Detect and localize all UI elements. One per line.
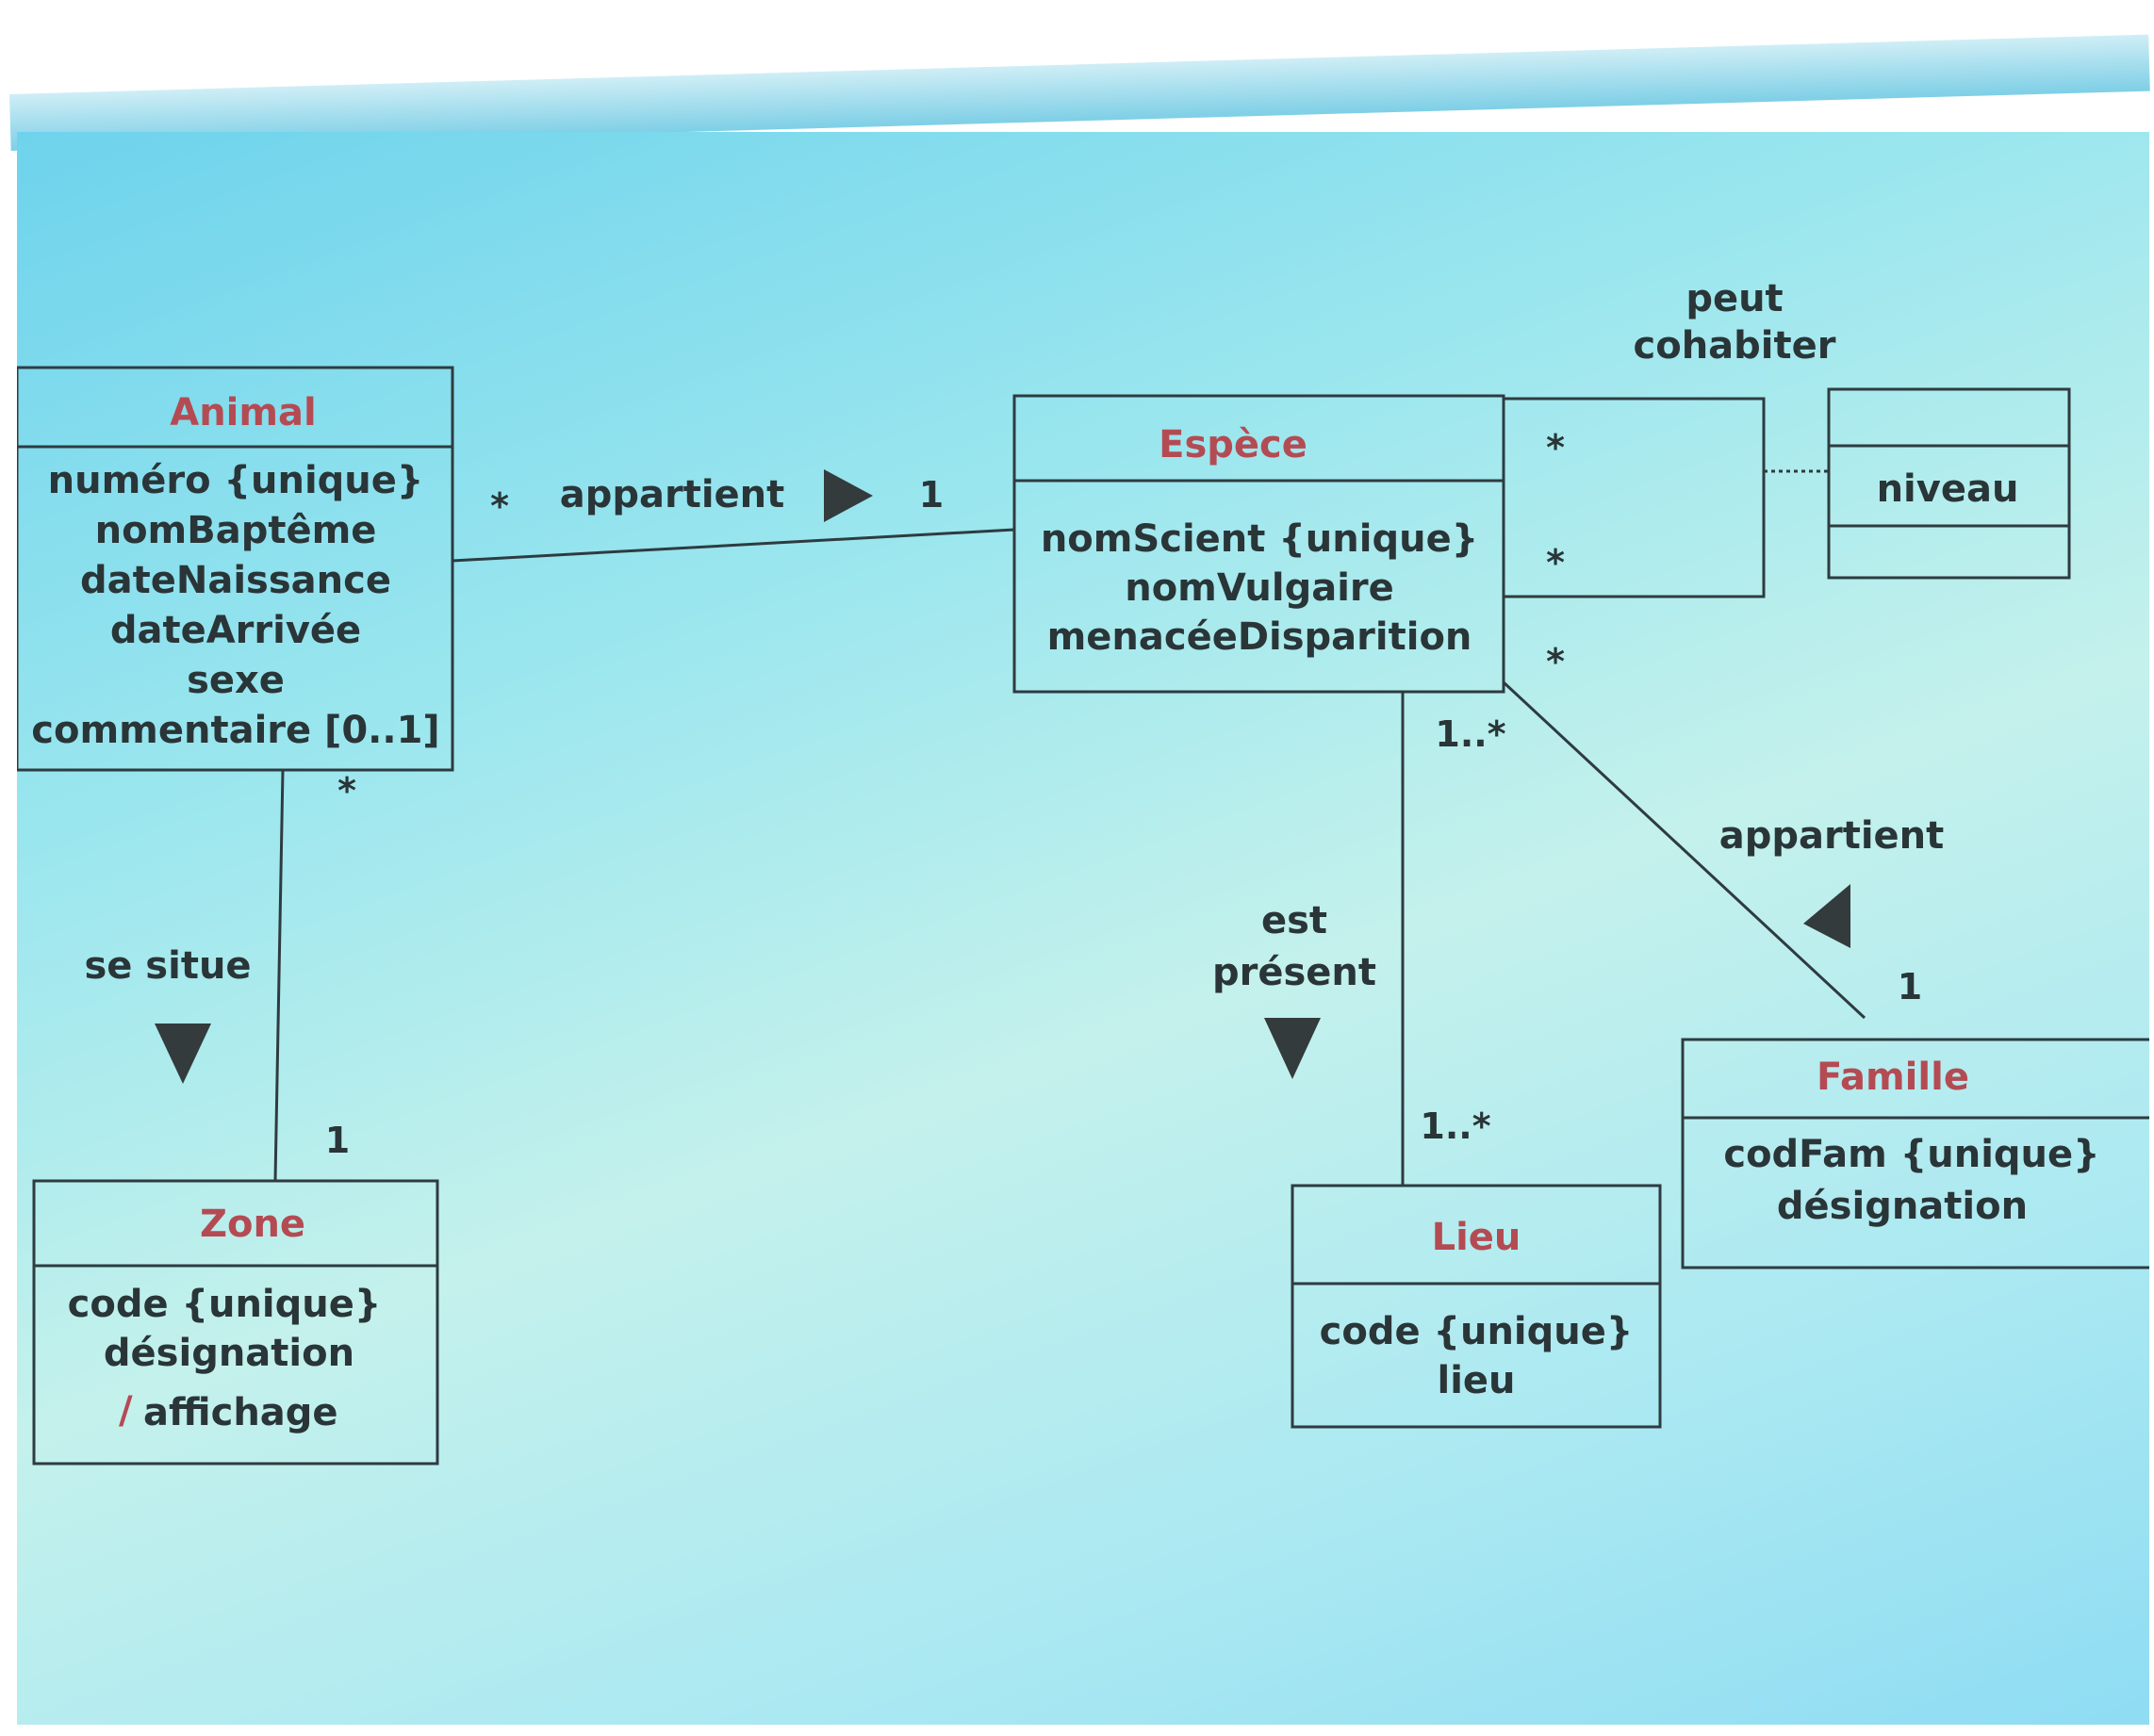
mult-animal-zone-source: * [337, 770, 356, 811]
mult-animal-espece-target: 1 [919, 474, 944, 516]
direction-arrow-down-icon [1264, 1018, 1321, 1079]
mult-espece-lieu-source: 1..* [1435, 713, 1505, 755]
class-espece-title: Espèce [1159, 423, 1307, 467]
label-peut-cohabiter-line1: peut [1685, 277, 1783, 320]
lieu-attr: lieu [1437, 1359, 1515, 1402]
label-espece-lieu-line2: présent [1212, 951, 1376, 994]
animal-attr: sexe [187, 659, 285, 702]
zone-attr: désignation [104, 1332, 354, 1375]
zone-derived-marker: / [119, 1389, 133, 1433]
class-espece: Espèce nomScient {unique} nomVulgaire me… [1012, 394, 1505, 694]
class-famille-frame [1681, 1038, 2149, 1269]
zone-attr: code {unique} [68, 1283, 382, 1326]
class-espece-frame [1012, 394, 1505, 694]
association-class-niveau: niveau [1827, 387, 2071, 580]
class-lieu-title: Lieu [1432, 1216, 1521, 1259]
animal-attr: numéro {unique} [48, 459, 424, 502]
direction-arrow-down-icon [155, 1024, 211, 1084]
mult-espece-famille-target: 1 [1898, 966, 1922, 1007]
projection-screen: Animal numéro {unique} nomBaptême dateNa… [17, 132, 2149, 1725]
class-zone-title: Zone [200, 1203, 305, 1246]
class-famille-title: Famille [1817, 1056, 1969, 1099]
label-espece-famille: appartient [1719, 814, 1945, 858]
lieu-attr: code {unique} [1320, 1310, 1634, 1353]
animal-attr: commentaire [0..1] [31, 709, 439, 752]
mult-espece-lieu-target: 1..* [1420, 1105, 1490, 1147]
direction-arrow-right-icon [824, 469, 873, 522]
mult-animal-zone-target: 1 [325, 1120, 350, 1161]
animal-attr: dateArrivée [110, 609, 361, 652]
label-animal-zone: se situe [84, 944, 251, 988]
uml-class-diagram: Animal numéro {unique} nomBaptême dateNa… [17, 277, 2149, 1466]
famille-attr: codFam {unique} [1723, 1133, 2099, 1176]
class-zone-frame [32, 1179, 439, 1466]
animal-attr: dateNaissance [80, 559, 391, 602]
mult-animal-espece-source: * [490, 485, 509, 527]
direction-arrow-left-icon [1803, 884, 1850, 948]
animal-attr: nomBaptême [95, 509, 377, 552]
mult-cohabiter-b: * [1546, 542, 1565, 583]
class-lieu: Lieu code {unique} lieu [1291, 1184, 1662, 1429]
mult-cohabiter-a: * [1546, 427, 1565, 468]
niveau-attr: niveau [1877, 467, 2019, 511]
espece-attr: menacéeDisparition [1047, 615, 1472, 659]
class-zone: Zone code {unique} désignation / afficha… [32, 1179, 439, 1466]
mult-espece-famille-source: * [1546, 641, 1565, 682]
assoc-line-animal-zone [273, 769, 285, 1182]
assoc-line-espece-famille [1502, 680, 1866, 1020]
class-famille: Famille codFam {unique} désignation [1681, 1038, 2149, 1269]
label-animal-espece: appartient [560, 473, 785, 516]
assoc-line-peut-cohabiter [1504, 397, 1766, 598]
class-animal: Animal numéro {unique} nomBaptême dateNa… [17, 366, 454, 772]
espece-attr: nomScient {unique} [1041, 517, 1478, 561]
label-peut-cohabiter-line2: cohabiter [1634, 324, 1836, 368]
class-lieu-frame [1291, 1184, 1662, 1429]
assoc-line-animal-espece [452, 528, 1015, 563]
espece-attr: nomVulgaire [1125, 566, 1394, 610]
niveau-frame [1827, 387, 2071, 580]
zone-derived-attr: affichage [143, 1391, 338, 1434]
class-animal-title: Animal [170, 391, 317, 434]
famille-attr: désignation [1777, 1185, 2028, 1228]
label-espece-lieu-line1: est [1261, 899, 1327, 942]
class-animal-frame [17, 366, 454, 772]
